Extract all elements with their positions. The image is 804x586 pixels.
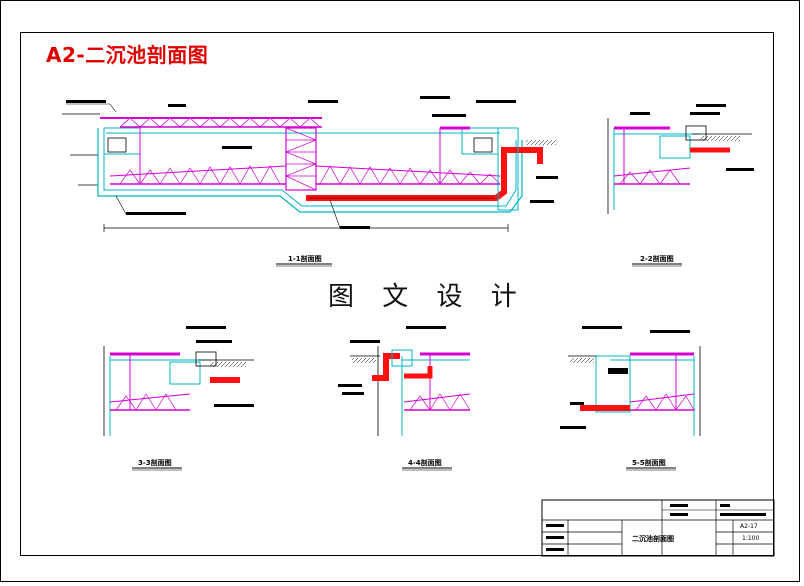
section-5-5-drawing [560,326,701,436]
section-2-2-caption: 2-2剖面图 [640,255,674,263]
title-block-frame [541,499,775,557]
title-block-sheet-no: A2-17 [740,523,758,530]
title-block-scale: 1:100 [742,535,760,542]
section-4-4-drawing [338,326,471,436]
section-4-4-caption: 4-4剖面图 [408,459,442,467]
section-3-3-caption: 3-3剖面图 [138,459,172,467]
section-2-2-drawing [607,104,754,214]
section-3-3-drawing [103,326,254,436]
section-1-1-drawing [62,96,558,232]
inner-frame [20,32,774,556]
section-1-1-caption: 1-1剖面图 [288,255,322,263]
section-5-5-caption: 5-5剖面图 [632,459,666,467]
sheet-title: A2-二沉池剖面图 [46,43,209,67]
watermark-text: 图 文 设 计 [328,282,527,312]
caption-underlines [132,263,682,471]
title-block-drawing-name: 二沉池剖面图 [632,535,674,543]
